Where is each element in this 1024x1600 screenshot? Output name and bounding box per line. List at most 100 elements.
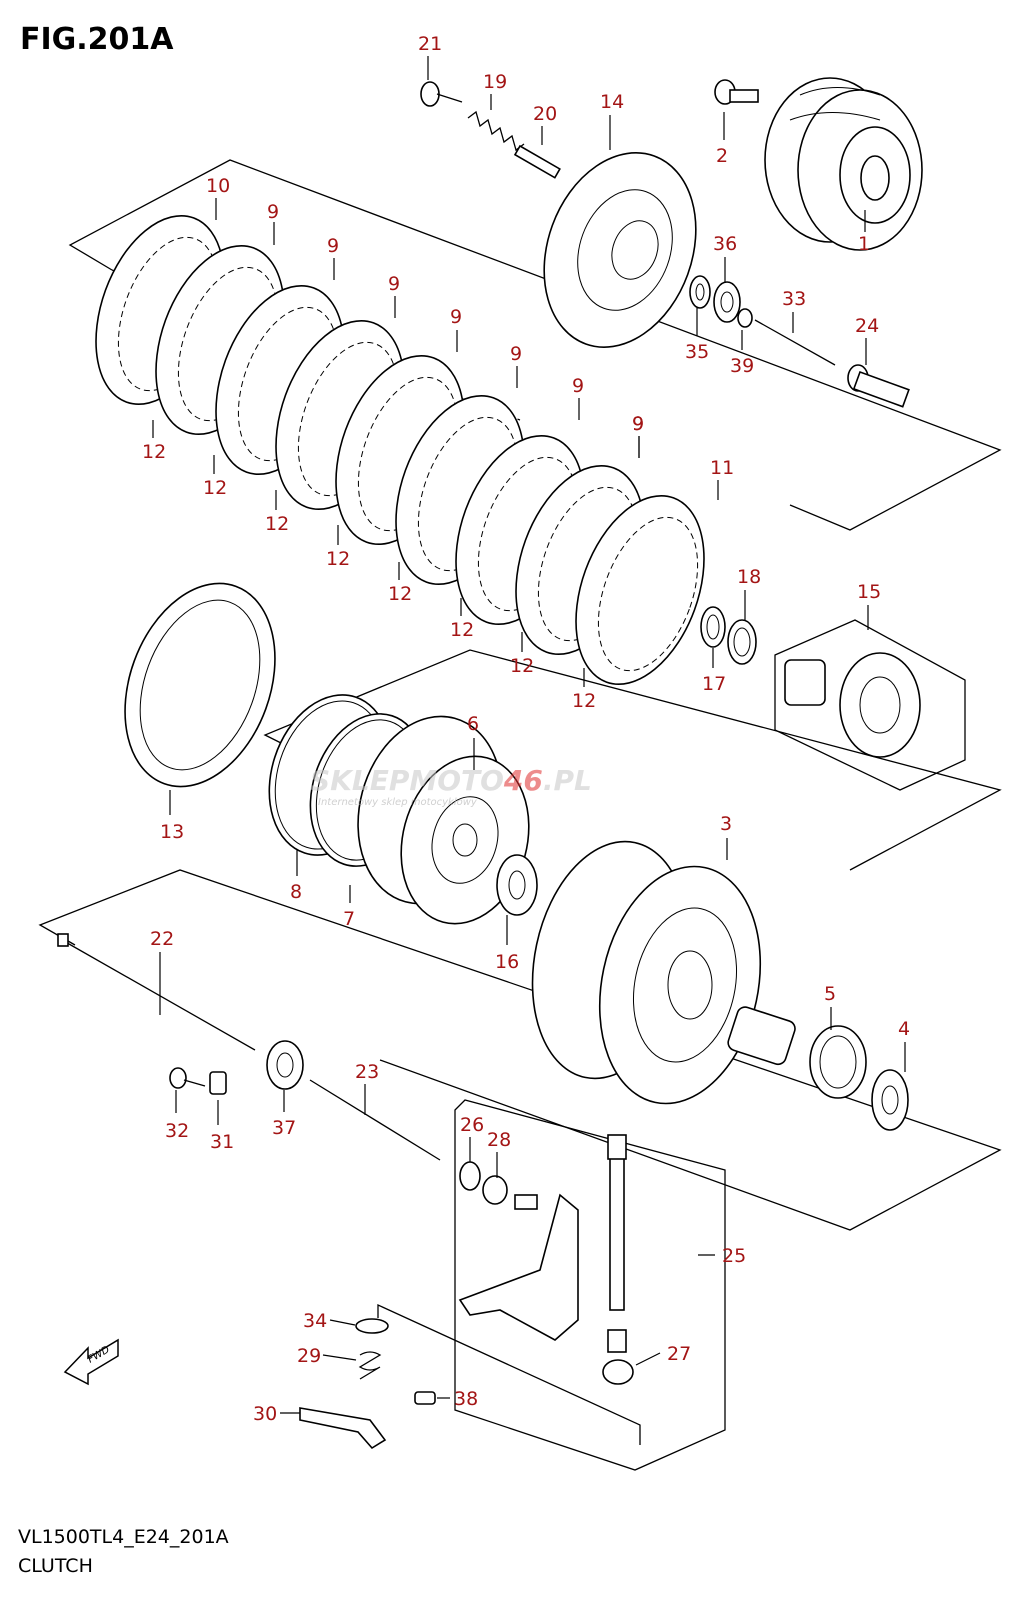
group-outline-arm	[377, 1303, 641, 1445]
callout-leaders	[152, 56, 906, 1414]
callout-c2: 2	[716, 145, 728, 167]
part-17-seal	[700, 606, 726, 648]
part-33-pushrod	[754, 319, 836, 366]
callout-c9g: 9	[632, 413, 644, 435]
group-outline-15	[774, 619, 966, 791]
callout-c9h: 9	[632, 413, 644, 435]
callout-c13: 13	[160, 821, 184, 843]
callout-c17: 17	[702, 673, 726, 695]
callout-c9a: 9	[267, 201, 279, 223]
part-1-clutch-drum	[764, 77, 923, 251]
part-15-damper	[784, 652, 921, 758]
callout-c12a: 12	[142, 441, 166, 463]
callout-c4: 4	[898, 1018, 910, 1040]
leader-c34	[329, 1319, 356, 1326]
callout-c18: 18	[737, 566, 761, 588]
part-25-release-shaft	[607, 1134, 627, 1353]
figure-name: CLUTCH	[18, 1555, 93, 1577]
part-35-washer	[689, 275, 711, 309]
part-release-arm	[458, 1193, 579, 1341]
part-16-washer	[496, 854, 538, 916]
callout-c6: 6	[467, 713, 479, 735]
callout-c26: 26	[460, 1114, 484, 1136]
callout-c21: 21	[418, 33, 442, 55]
watermark: SKLEPMOTO46.PL Internetowy sklep motocyk…	[310, 764, 592, 808]
leader-c27	[635, 1352, 661, 1366]
callout-c12c: 12	[265, 513, 289, 535]
callout-c35: 35	[685, 341, 709, 363]
part-19-spring	[467, 110, 525, 152]
part-3-primary-driven-gear	[531, 840, 762, 1105]
part-36-bearing	[713, 281, 741, 323]
friction-plate	[575, 494, 705, 686]
callout-c24: 24	[855, 315, 879, 337]
part-13-plate	[124, 582, 276, 788]
figure-title: FIG.201A	[20, 22, 174, 57]
callout-c12g: 12	[510, 655, 534, 677]
callout-c9f: 9	[572, 375, 584, 397]
callout-c1: 1	[858, 233, 870, 255]
part-24-push-piece	[847, 364, 910, 408]
leader-c29	[322, 1354, 357, 1361]
part-39-nut	[737, 308, 753, 328]
callout-c9b: 9	[327, 235, 339, 257]
part-34-washer	[355, 1318, 389, 1334]
part-38-bolt	[414, 1391, 436, 1405]
callout-c38: 38	[454, 1388, 478, 1410]
part-4-washer	[871, 1069, 909, 1131]
callout-c12e: 12	[388, 583, 412, 605]
clutch-plate-stack	[95, 214, 705, 686]
callout-c5: 5	[824, 983, 836, 1005]
callout-c27: 27	[667, 1343, 691, 1365]
callout-c7: 7	[343, 908, 355, 930]
callout-c10: 10	[206, 175, 230, 197]
model-code: VL1500TL4_E24_201A	[18, 1526, 229, 1548]
callout-c8: 8	[290, 881, 302, 903]
callout-c33: 33	[782, 288, 806, 310]
callout-c32: 32	[165, 1120, 189, 1142]
callout-c3: 3	[720, 813, 732, 835]
watermark-brand-b: 46	[503, 764, 543, 797]
part-32-bolt	[169, 1067, 206, 1089]
callout-c30: 30	[253, 1403, 277, 1425]
callout-c9d: 9	[450, 306, 462, 328]
part-5-bearing	[727, 1006, 867, 1099]
callout-c16: 16	[495, 951, 519, 973]
callout-c29: 29	[297, 1345, 321, 1367]
callout-c37: 37	[272, 1117, 296, 1139]
callout-c12h: 12	[572, 690, 596, 712]
callout-c34: 34	[303, 1310, 327, 1332]
callout-c22: 22	[150, 928, 174, 950]
callout-c25: 25	[722, 1245, 746, 1267]
callout-c11: 11	[710, 457, 734, 479]
part-27-seal	[602, 1359, 634, 1385]
callout-c31: 31	[210, 1131, 234, 1153]
watermark-tagline: Internetowy sklep motocyklowy	[318, 797, 478, 808]
callout-c39: 39	[730, 355, 754, 377]
part-18-washer	[727, 619, 757, 665]
callout-c9c: 9	[388, 273, 400, 295]
callout-numbers: 1234567899999999101112121212121212121314…	[142, 33, 910, 1425]
svg-text:SKLEPMOTO46.PL: SKLEPMOTO46.PL	[310, 764, 592, 797]
plate-teeth	[597, 516, 699, 672]
group-outline-hub	[263, 649, 1002, 871]
callout-c28: 28	[487, 1129, 511, 1151]
part-21-screw	[420, 81, 463, 107]
part-28-bearing	[482, 1175, 538, 1210]
part-30-lever	[299, 1407, 387, 1450]
callout-c36: 36	[713, 233, 737, 255]
part-37-oil-seal	[266, 1040, 304, 1090]
callout-c9e: 9	[510, 343, 522, 365]
part-22-rod	[57, 933, 256, 1051]
callout-c12b: 12	[203, 477, 227, 499]
fwd-arrow-icon: FWD	[63, 1338, 119, 1386]
callout-c23: 23	[355, 1061, 379, 1083]
callout-c12d: 12	[326, 548, 350, 570]
part-29-spring	[358, 1351, 382, 1380]
part-31-clamp	[209, 1071, 227, 1095]
watermark-brand-a: SKLEPMOTO	[310, 764, 504, 797]
part-14-pressure-plate	[543, 152, 697, 348]
callout-c19: 19	[483, 71, 507, 93]
callout-c15: 15	[857, 581, 881, 603]
